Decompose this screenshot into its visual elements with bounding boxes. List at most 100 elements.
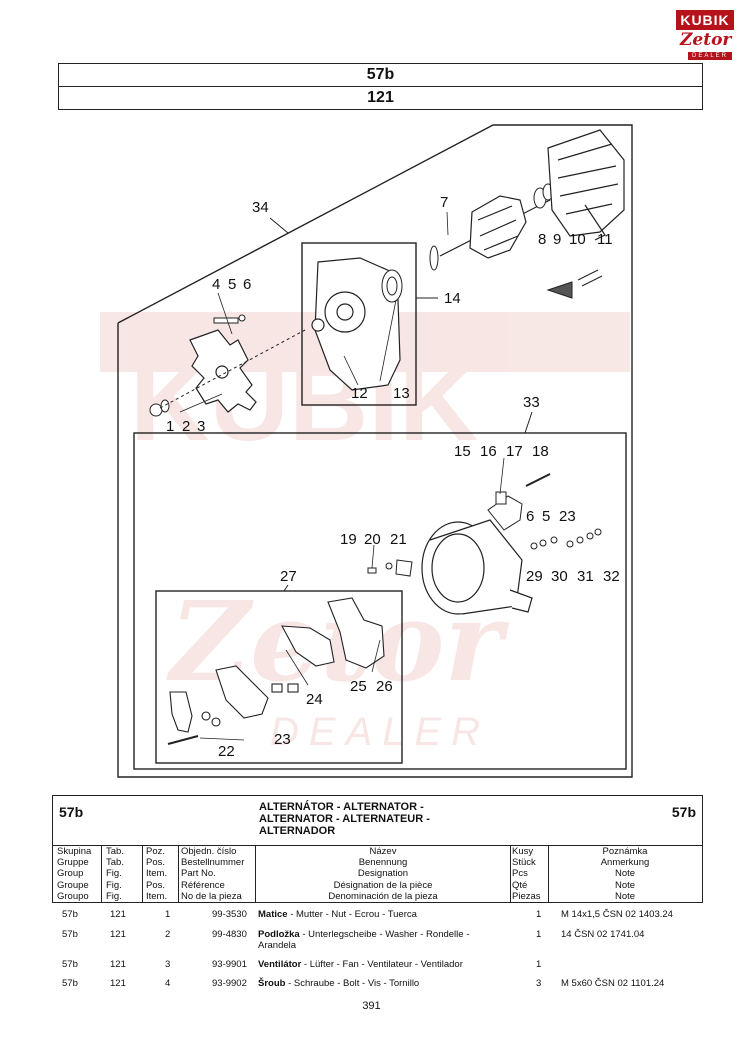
kubik-zetor-logo: KUBIK Zetor DEALER <box>676 10 736 62</box>
rotor-part <box>439 195 551 259</box>
cell-tab: 121 <box>110 959 126 970</box>
subassembly-frame-33 <box>133 432 627 770</box>
title-line-3: ALTERNADOR <box>259 825 336 837</box>
callout-5: 5 <box>228 276 236 293</box>
title-line-2: ALTERNATOR - ALTERNATEUR - <box>259 813 430 825</box>
nut-washer <box>149 329 306 417</box>
small-parts-left <box>367 559 413 577</box>
bearing-part <box>381 269 403 303</box>
logo-dealer-text: DEALER <box>688 52 732 60</box>
figure-number: 121 <box>367 89 394 106</box>
callout-6b: 6 <box>526 508 534 525</box>
cell-group: 57b <box>62 909 78 920</box>
subassembly-frame-14 <box>301 242 417 406</box>
callout-31: 31 <box>577 568 594 585</box>
table-group-right: 57b <box>671 804 696 820</box>
callout-19: 19 <box>340 531 357 548</box>
brush-holder <box>487 491 523 531</box>
callout-5b: 5 <box>542 508 550 525</box>
cell-name: Podložka - Unterlegscheibe - Washer - Ro… <box>258 929 469 940</box>
callout-23: 23 <box>559 508 576 525</box>
callout-22: 22 <box>218 743 235 760</box>
cell-pos: 3 <box>165 959 171 970</box>
name-rest: - Mutter - Nut - Ecrou - Tuerca <box>287 909 417 920</box>
header-box: 57b 121 <box>58 63 703 110</box>
cell-tab: 121 <box>110 929 126 940</box>
header-nazev: Název Benennung Designation Désignation … <box>328 846 438 902</box>
cell-name: Matice - Mutter - Nut - Ecrou - Tuerca <box>258 909 417 920</box>
callout-6: 6 <box>243 276 251 293</box>
cell-group: 57b <box>62 929 78 940</box>
parts-table-header: 57b 57b ALTERNÁTOR - ALTERNATOR - ALTERN… <box>52 795 703 903</box>
housing-part <box>421 519 533 615</box>
callout-15: 15 <box>454 443 471 460</box>
cell-group: 57b <box>62 978 78 989</box>
cell-name: Ventilátor - Lüfter - Fan - Ventilateur … <box>258 959 463 970</box>
page-number: 391 <box>362 1000 381 1012</box>
group-number: 57b <box>59 64 702 87</box>
callout-25: 25 <box>350 678 367 695</box>
callout-12: 12 <box>351 385 368 402</box>
cell-part-no: 93-9901 <box>212 959 247 970</box>
bolt <box>213 314 246 324</box>
screw-17 <box>525 473 551 487</box>
cell-tab: 121 <box>110 909 126 920</box>
name-rest: - Lüfter - Fan - Ventilateur - Ventilado… <box>301 959 463 970</box>
callout-10: 10 <box>569 231 586 248</box>
callout-21: 21 <box>390 531 407 548</box>
header-skupina: Skupina Gruppe Group Groupe Groupo <box>57 846 92 902</box>
cell-part-no: 99-3530 <box>212 909 247 920</box>
assembly-outline <box>117 124 633 778</box>
subassembly-frame-27 <box>155 590 403 764</box>
header-kusy: Kusy Stück Pcs Qté Piezas <box>512 846 541 902</box>
callout-20: 20 <box>364 531 381 548</box>
cell-note: 14 ČSN 02 1741.04 <box>561 929 645 940</box>
callout-17: 17 <box>506 443 523 460</box>
cell-tab: 121 <box>110 978 126 989</box>
name-bold: Šroub <box>258 978 286 989</box>
watermark-dealer: DEALER <box>270 710 490 754</box>
callout-34: 34 <box>252 199 269 216</box>
name-rest: - Schraube - Bolt - Vis - Tornillo <box>285 978 420 989</box>
direction-marks <box>546 269 603 299</box>
name-bold: Matice <box>258 909 288 920</box>
callout-33: 33 <box>523 394 540 411</box>
title-line-1: ALTERNÁTOR - ALTERNATOR - <box>259 801 424 813</box>
callout-9: 9 <box>553 231 561 248</box>
cell-part-no: 99-4830 <box>212 929 247 940</box>
cell-part-no: 93-9902 <box>212 978 247 989</box>
header-poz: Poz. Pos. Item. Pos. Item. <box>146 846 168 902</box>
cell-note: M 5x60 ČSN 02 1101.24 <box>561 978 665 989</box>
callout-24: 24 <box>306 691 323 708</box>
header-cislo: Objedn. číslo Bestellnummer Part No. Réf… <box>181 846 245 902</box>
cell-group: 57b <box>62 959 78 970</box>
cell-qty: 1 <box>536 959 542 970</box>
callout-7: 7 <box>440 194 448 211</box>
cell-qty: 3 <box>536 978 542 989</box>
cell-qty: 1 <box>536 909 542 920</box>
callout-16: 16 <box>480 443 497 460</box>
logo-zetor-text: Zetor <box>680 30 732 50</box>
spacer-washer <box>429 245 439 271</box>
name-rest: - Unterlegscheibe - Washer - Rondelle - <box>299 929 470 940</box>
callout-8: 8 <box>538 231 546 248</box>
table-title: ALTERNÁTOR - ALTERNATOR - ALTERNATOR - A… <box>259 801 430 837</box>
callout-32: 32 <box>603 568 620 585</box>
name-bold: Ventilátor <box>258 959 302 970</box>
callout-1: 1 <box>166 418 174 435</box>
stator-part <box>547 129 625 241</box>
callout-3: 3 <box>197 418 205 435</box>
watermark-brand: KUBÍK <box>130 341 478 464</box>
leader-lines <box>179 211 505 741</box>
cell-note: M 14x1,5 ČSN 02 1403.24 <box>561 909 673 920</box>
callout-4: 4 <box>212 276 220 293</box>
cell-pos: 2 <box>165 929 171 940</box>
callout-11: 11 <box>597 231 613 248</box>
callout-18: 18 <box>532 443 549 460</box>
fan-part <box>189 329 257 413</box>
header-tab: Tab. Tab. Fig. Fig. Fig. <box>106 846 124 902</box>
name-bold: Podložka <box>258 929 300 940</box>
callout-27: 27 <box>280 568 297 585</box>
cell-name: Šroub - Schraube - Bolt - Vis - Tornillo <box>258 978 419 989</box>
